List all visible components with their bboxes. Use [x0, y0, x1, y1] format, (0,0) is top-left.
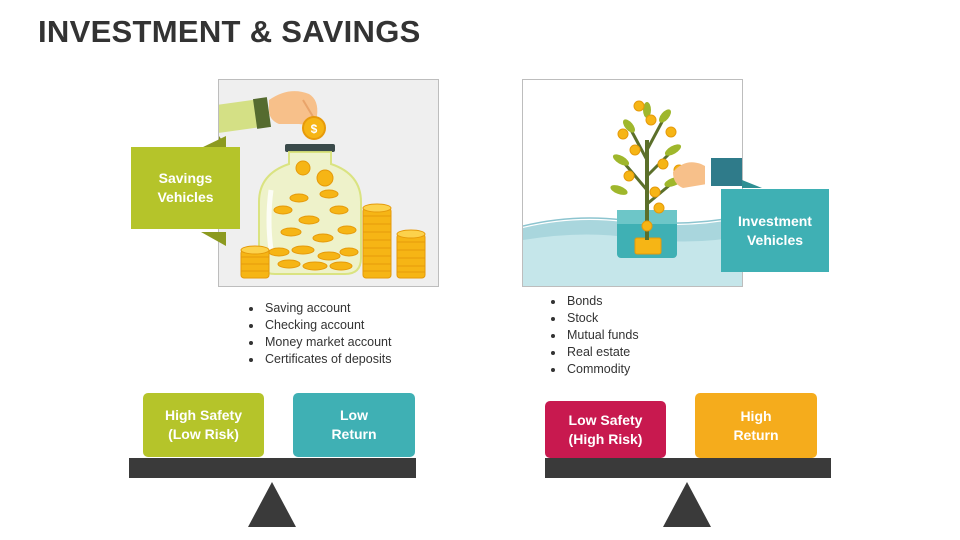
right-scale-pivot	[663, 482, 711, 527]
svg-text:$: $	[311, 122, 318, 136]
list-item: Saving account	[263, 300, 391, 317]
list-item: Bonds	[565, 293, 639, 310]
high-return-box: High Return	[695, 393, 817, 458]
page-title: INVESTMENT & SAVINGS	[38, 14, 421, 49]
list-item: Commodity	[565, 361, 639, 378]
jar-of-coins-icon: $	[219, 91, 426, 279]
right-scale-beam	[545, 458, 831, 478]
left-scale-pivot	[248, 482, 296, 527]
high-safety-label: High Safety (Low Risk)	[164, 407, 242, 442]
list-item: Mutual funds	[565, 327, 639, 344]
high-safety-box: High Safety (Low Risk)	[143, 393, 264, 457]
savings-vehicles-list: Saving account Checking account Money ma…	[247, 300, 391, 368]
left-scale-beam	[129, 458, 416, 478]
list-item: Money market account	[263, 334, 391, 351]
list-item: Checking account	[263, 317, 391, 334]
investment-vehicles-tag: Investment Vehicles	[721, 189, 829, 272]
savings-illustration-panel: $	[218, 79, 439, 287]
savings-vehicles-label: Savings Vehicles	[157, 170, 214, 205]
investment-tag-arrow	[742, 180, 762, 188]
investment-vehicles-label: Investment Vehicles	[738, 212, 812, 248]
investment-illustration-panel	[522, 79, 743, 287]
list-item: Certificates of deposits	[263, 351, 391, 368]
high-return-label: High Return	[733, 407, 779, 443]
savings-tag-arrow	[201, 136, 226, 246]
low-return-label: Low Return	[331, 407, 377, 442]
money-tree-icon	[523, 100, 742, 286]
low-safety-label: Low Safety (High Risk)	[568, 411, 643, 447]
list-item: Real estate	[565, 344, 639, 361]
list-item: Stock	[565, 310, 639, 327]
low-return-box: Low Return	[293, 393, 415, 457]
savings-vehicles-tag: Savings Vehicles	[131, 147, 240, 229]
low-safety-box: Low Safety (High Risk)	[545, 401, 666, 458]
investment-vehicles-list: Bonds Stock Mutual funds Real estate Com…	[549, 293, 639, 378]
